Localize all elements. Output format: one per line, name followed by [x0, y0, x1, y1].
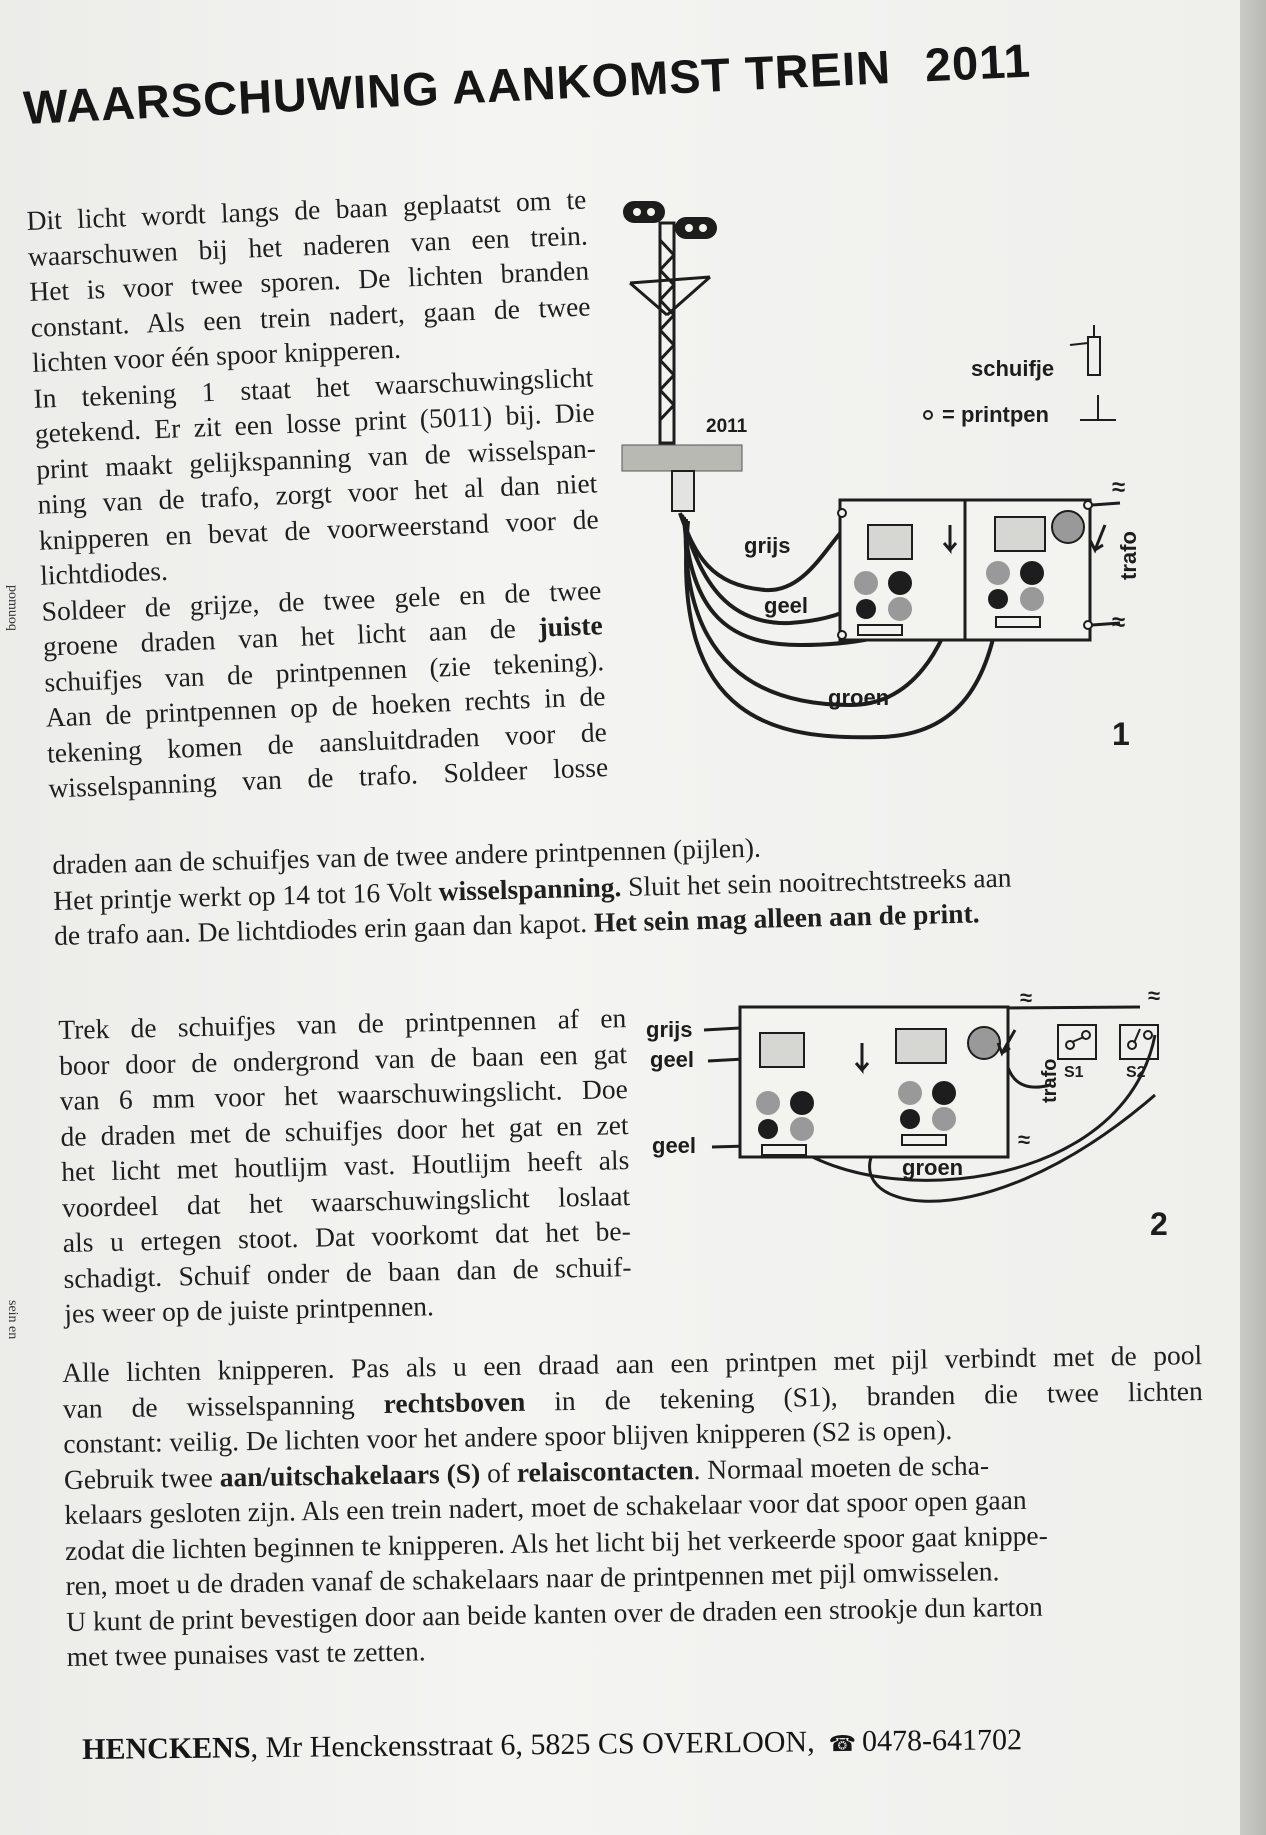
- title-year: 2011: [923, 33, 1032, 92]
- signal-mast: [629, 221, 711, 445]
- switch-s2: [1119, 1024, 1159, 1060]
- phone-number: 0478-641702: [861, 1723, 1023, 1758]
- tilde-top-right: ≈: [1148, 985, 1160, 1008]
- text-segment: van de wisselspanning: [62, 1387, 355, 1424]
- text-segment: Gebruik twee: [63, 1461, 214, 1495]
- label-schuifje: schuifje: [971, 356, 1054, 381]
- intro-paragraph: Dit licht wordt langs de baan geplaatst …: [26, 182, 609, 807]
- document-sheet: [0, 0, 1240, 1835]
- label-geel-bottom: geel: [652, 1133, 696, 1158]
- bold-term: rechtsboven: [383, 1385, 526, 1419]
- printpen-icon: [1080, 395, 1116, 421]
- text-segment: of: [486, 1456, 511, 1488]
- text-segment: in de tekening (S1), branden die twee li…: [554, 1374, 1203, 1416]
- label-s1: S1: [1064, 1064, 1084, 1081]
- diagram-number-1: 1: [1112, 716, 1130, 752]
- operation-paragraph: Alle lichten knipperen. Pas als u een dr…: [62, 1337, 1207, 1674]
- printpen-dot-icon: [923, 410, 933, 420]
- installation-paragraph: Trek de schuifjes van de printpennen af …: [58, 1000, 633, 1331]
- bold-term: relaiscontacten: [516, 1453, 694, 1488]
- wiring-diagram-2: grijs geel geel trafo S1 S2 ≈ ≈ ≈ groen …: [646, 985, 1168, 1242]
- bold-term: aan/uitschakelaars (S): [219, 1456, 481, 1493]
- tilde-bottom: ≈: [1018, 1127, 1030, 1152]
- baseplate: [621, 444, 743, 512]
- text-segment: . Normaal moeten de scha-: [693, 1448, 990, 1485]
- label-geel-top: geel: [650, 1047, 694, 1072]
- wiring-diagram-1: 2011 schuifje = printpen grijs geel groe…: [621, 201, 1141, 752]
- circuit-board-2: [738, 1005, 1017, 1159]
- tilde-bottom: ≈: [1112, 609, 1125, 636]
- label-groen: groen: [828, 685, 889, 710]
- company-address: , Mr Henckensstraat 6, 5825 CS OVERLOON,: [250, 1725, 815, 1765]
- label-2011: 2011: [706, 416, 748, 437]
- label-groen: groen: [902, 1155, 963, 1180]
- circuit-board-1: [837, 498, 1121, 642]
- signal-heads: [623, 201, 717, 239]
- margin-note: sein en: [5, 1300, 20, 1340]
- page-edge: [1240, 0, 1266, 1835]
- tilde-top: ≈: [1112, 474, 1125, 501]
- label-s2: S2: [1126, 1064, 1146, 1081]
- label-trafo: trafo: [1116, 531, 1141, 580]
- tilde-top-left: ≈: [1020, 985, 1032, 1010]
- company-name: HENCKENS: [82, 1731, 251, 1766]
- telephone-icon: ☎: [828, 1731, 857, 1758]
- label-grijs: grijs: [744, 533, 790, 558]
- switch-s1: [1057, 1024, 1097, 1060]
- label-geel: geel: [764, 593, 808, 618]
- schuifje-icon: [1069, 325, 1101, 376]
- bold-term: wisselspanning.: [438, 870, 622, 907]
- bold-term: Het sein mag alleen aan de print.: [593, 897, 980, 938]
- label-grijs: grijs: [646, 1017, 692, 1042]
- margin-note: pomuoq: [5, 585, 20, 631]
- diagram-number-2: 2: [1150, 1206, 1168, 1242]
- label-trafo: trafo: [1039, 1059, 1061, 1103]
- label-printpen: = printpen: [942, 402, 1049, 427]
- bold-term: juiste: [537, 609, 604, 643]
